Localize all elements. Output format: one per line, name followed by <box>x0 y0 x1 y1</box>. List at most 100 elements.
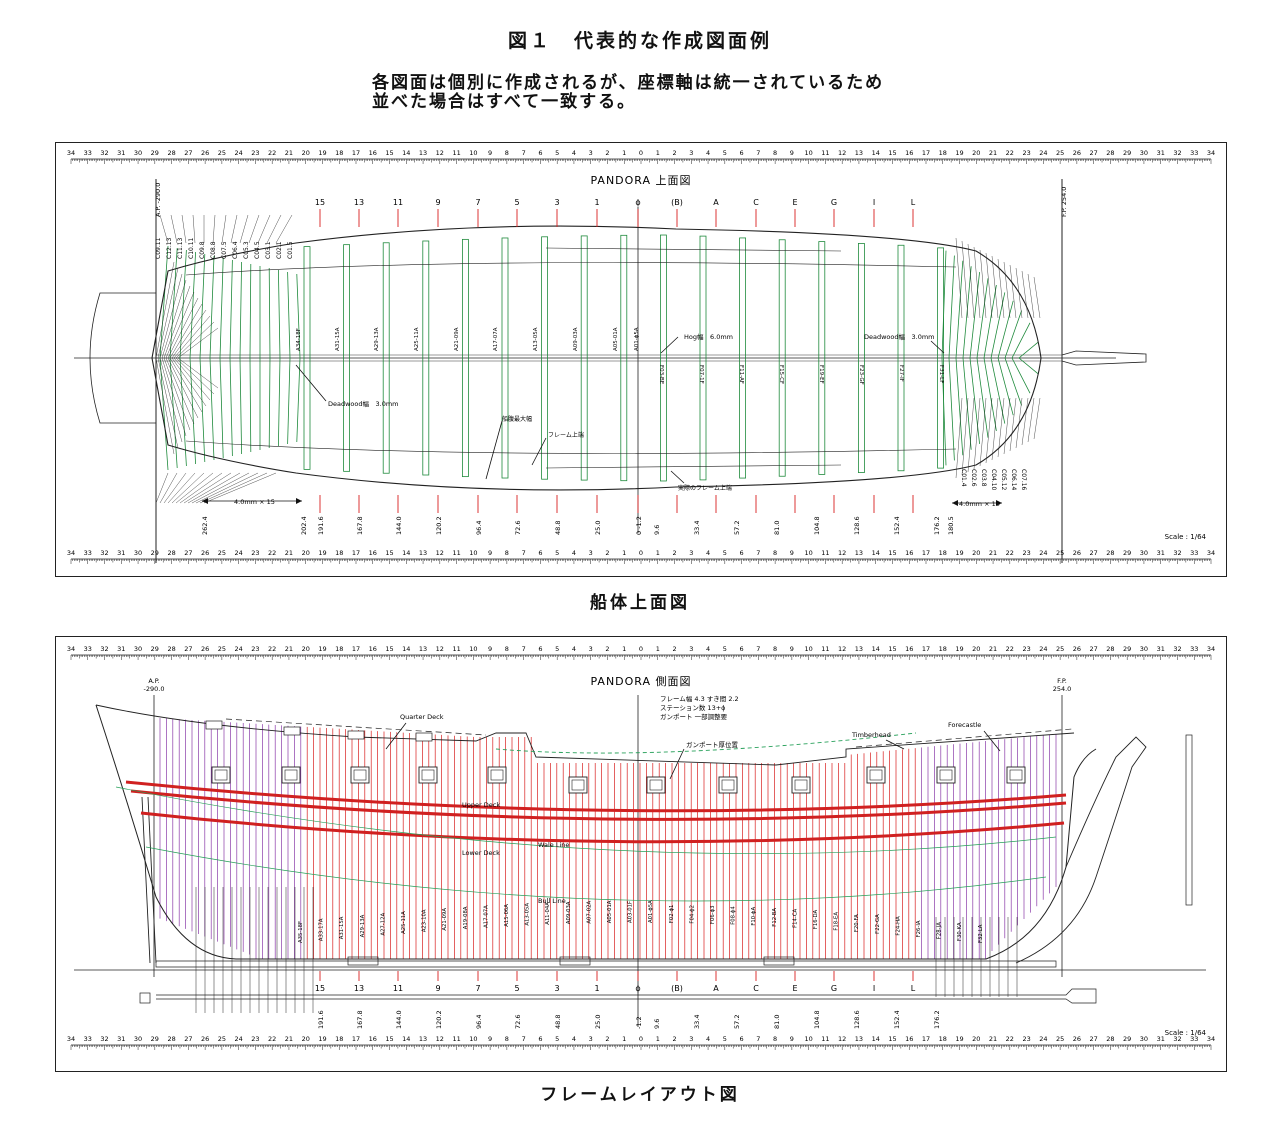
ruler-label: 27 <box>184 149 192 157</box>
top-frame-rect <box>739 237 746 479</box>
ruler-label: 2 <box>605 149 609 157</box>
ruler-label: 3 <box>689 149 693 157</box>
top-cant-ray-aft <box>159 472 178 504</box>
top-cant-frame-aft <box>209 255 215 461</box>
ruler-label: 34 <box>1207 645 1215 653</box>
top-cant-frame-aft <box>219 257 224 459</box>
top-cant-label-fwd: C07.16 <box>1020 469 1027 491</box>
top-position-label: 144.0 <box>395 516 403 535</box>
ruler-label: 23 <box>251 549 259 557</box>
ruler-label: 12 <box>838 645 846 653</box>
side-frame-label: A15-06A <box>504 904 510 927</box>
ruler-label: 12 <box>838 1035 846 1043</box>
ruler-label: 2 <box>672 645 676 653</box>
ruler-label: 8 <box>505 549 509 557</box>
side-frame-label: A09-03A <box>566 901 572 924</box>
top-position-label: 180.5 <box>947 516 955 535</box>
side-station-label: A <box>713 984 719 993</box>
top-cant-ray-fwd <box>967 397 975 473</box>
gunwale-top <box>545 247 842 252</box>
top-cant-line-aft <box>175 321 215 395</box>
ruler-label: 22 <box>1006 1035 1014 1043</box>
ruler-label: 14 <box>402 149 410 157</box>
ruler-label: 5 <box>555 549 559 557</box>
ruler-label: 17 <box>352 149 360 157</box>
ruler-label: 16 <box>369 549 377 557</box>
side-frame-label: F26-IA <box>916 920 922 937</box>
ruler-label: 14 <box>402 645 410 653</box>
top-cant-line-aft <box>157 267 179 449</box>
top-cant-frame-fwd <box>983 284 997 432</box>
gunport <box>936 766 956 784</box>
hog-label: Hog幅 6.0mm <box>684 332 733 341</box>
top-cant-label-aft: C04.5 <box>254 241 261 259</box>
top-frame-label-aft: A05-01A <box>613 327 619 351</box>
ruler-label: 18 <box>939 149 947 157</box>
top-cant-frame-aft <box>199 253 206 463</box>
side-station-label: I <box>873 984 875 993</box>
ruler-label: 20 <box>302 549 310 557</box>
quarter-deck-dash <box>225 718 487 736</box>
top-position-label: 33.4 <box>693 521 701 535</box>
side-frame-label: F12-BA <box>772 908 778 927</box>
ruler-label: 28 <box>1106 1035 1114 1043</box>
top-frame-rect <box>699 235 707 481</box>
side-frame-label: A35-18F <box>298 921 304 943</box>
ruler-label: 25 <box>1056 1035 1064 1043</box>
top-position-label: 262.4 <box>201 516 209 535</box>
ruler-label: 13 <box>419 149 427 157</box>
ruler-label: 16 <box>905 549 913 557</box>
ruler-label: 4 <box>706 549 710 557</box>
side-station-label: 15 <box>315 984 325 993</box>
side-frame-label: A03-01F <box>628 901 634 923</box>
ruler-label: 15 <box>385 149 393 157</box>
ruler-label: 25 <box>1056 549 1064 557</box>
top-cant-frame-aft <box>296 273 301 443</box>
top-station-label: 13 <box>354 198 364 207</box>
ruler-label: 13 <box>855 645 863 653</box>
top-cant-frame-fwd <box>969 272 980 444</box>
ruler-label: 15 <box>888 1035 896 1043</box>
top-position-label: 120.2 <box>435 516 443 535</box>
side-frame-label: A25-11A <box>401 911 407 934</box>
ruler-label: 12 <box>436 645 444 653</box>
ruler-label: 34 <box>67 645 75 653</box>
quarter-port <box>415 732 433 742</box>
ruler-label: 15 <box>385 645 393 653</box>
top-cant-frame-fwd <box>976 278 989 438</box>
ruler-label: 24 <box>1039 149 1047 157</box>
top-frame-rect <box>580 235 588 481</box>
top-frame-rect <box>541 236 549 480</box>
ruler-label: 31 <box>1157 645 1165 653</box>
ruler-label: 25 <box>1056 645 1064 653</box>
ruler-label: 2 <box>672 149 676 157</box>
top-view-title: PANDORA 上面図 <box>590 174 691 187</box>
ruler-label: 10 <box>805 645 813 653</box>
top-cant-ray-fwd <box>991 255 999 319</box>
ruler-label: 11 <box>452 645 460 653</box>
ruler-label: 32 <box>1173 1035 1181 1043</box>
ruler-label: 33 <box>84 549 92 557</box>
side-frame-label: A19-08A <box>463 906 469 929</box>
ruler-label: 34 <box>67 549 75 557</box>
ruler-label: 8 <box>773 645 777 653</box>
top-frame-rect <box>897 244 905 472</box>
ruler-label: 32 <box>100 549 108 557</box>
side-frame-label: A23-10A <box>422 909 428 932</box>
ruler-label: 3 <box>589 549 593 557</box>
top-position-label: 48.8 <box>554 521 562 535</box>
top-cant-line-aft <box>161 279 187 437</box>
side-frame-label: F04-ϕ2 <box>689 905 695 924</box>
ruler-label: 6 <box>740 549 744 557</box>
ruler-label: 26 <box>1073 1035 1081 1043</box>
top-cant-ray-fwd <box>991 397 999 461</box>
ruler-label: 22 <box>268 149 276 157</box>
subtitle-line-1: 各図面は個別に作成されるが、座標軸は統一されているため <box>372 73 885 93</box>
top-scale-label: Scale : 1/64 <box>1165 533 1207 541</box>
top-cant-ray-aft <box>199 472 268 504</box>
top-frame-rect <box>382 242 390 474</box>
